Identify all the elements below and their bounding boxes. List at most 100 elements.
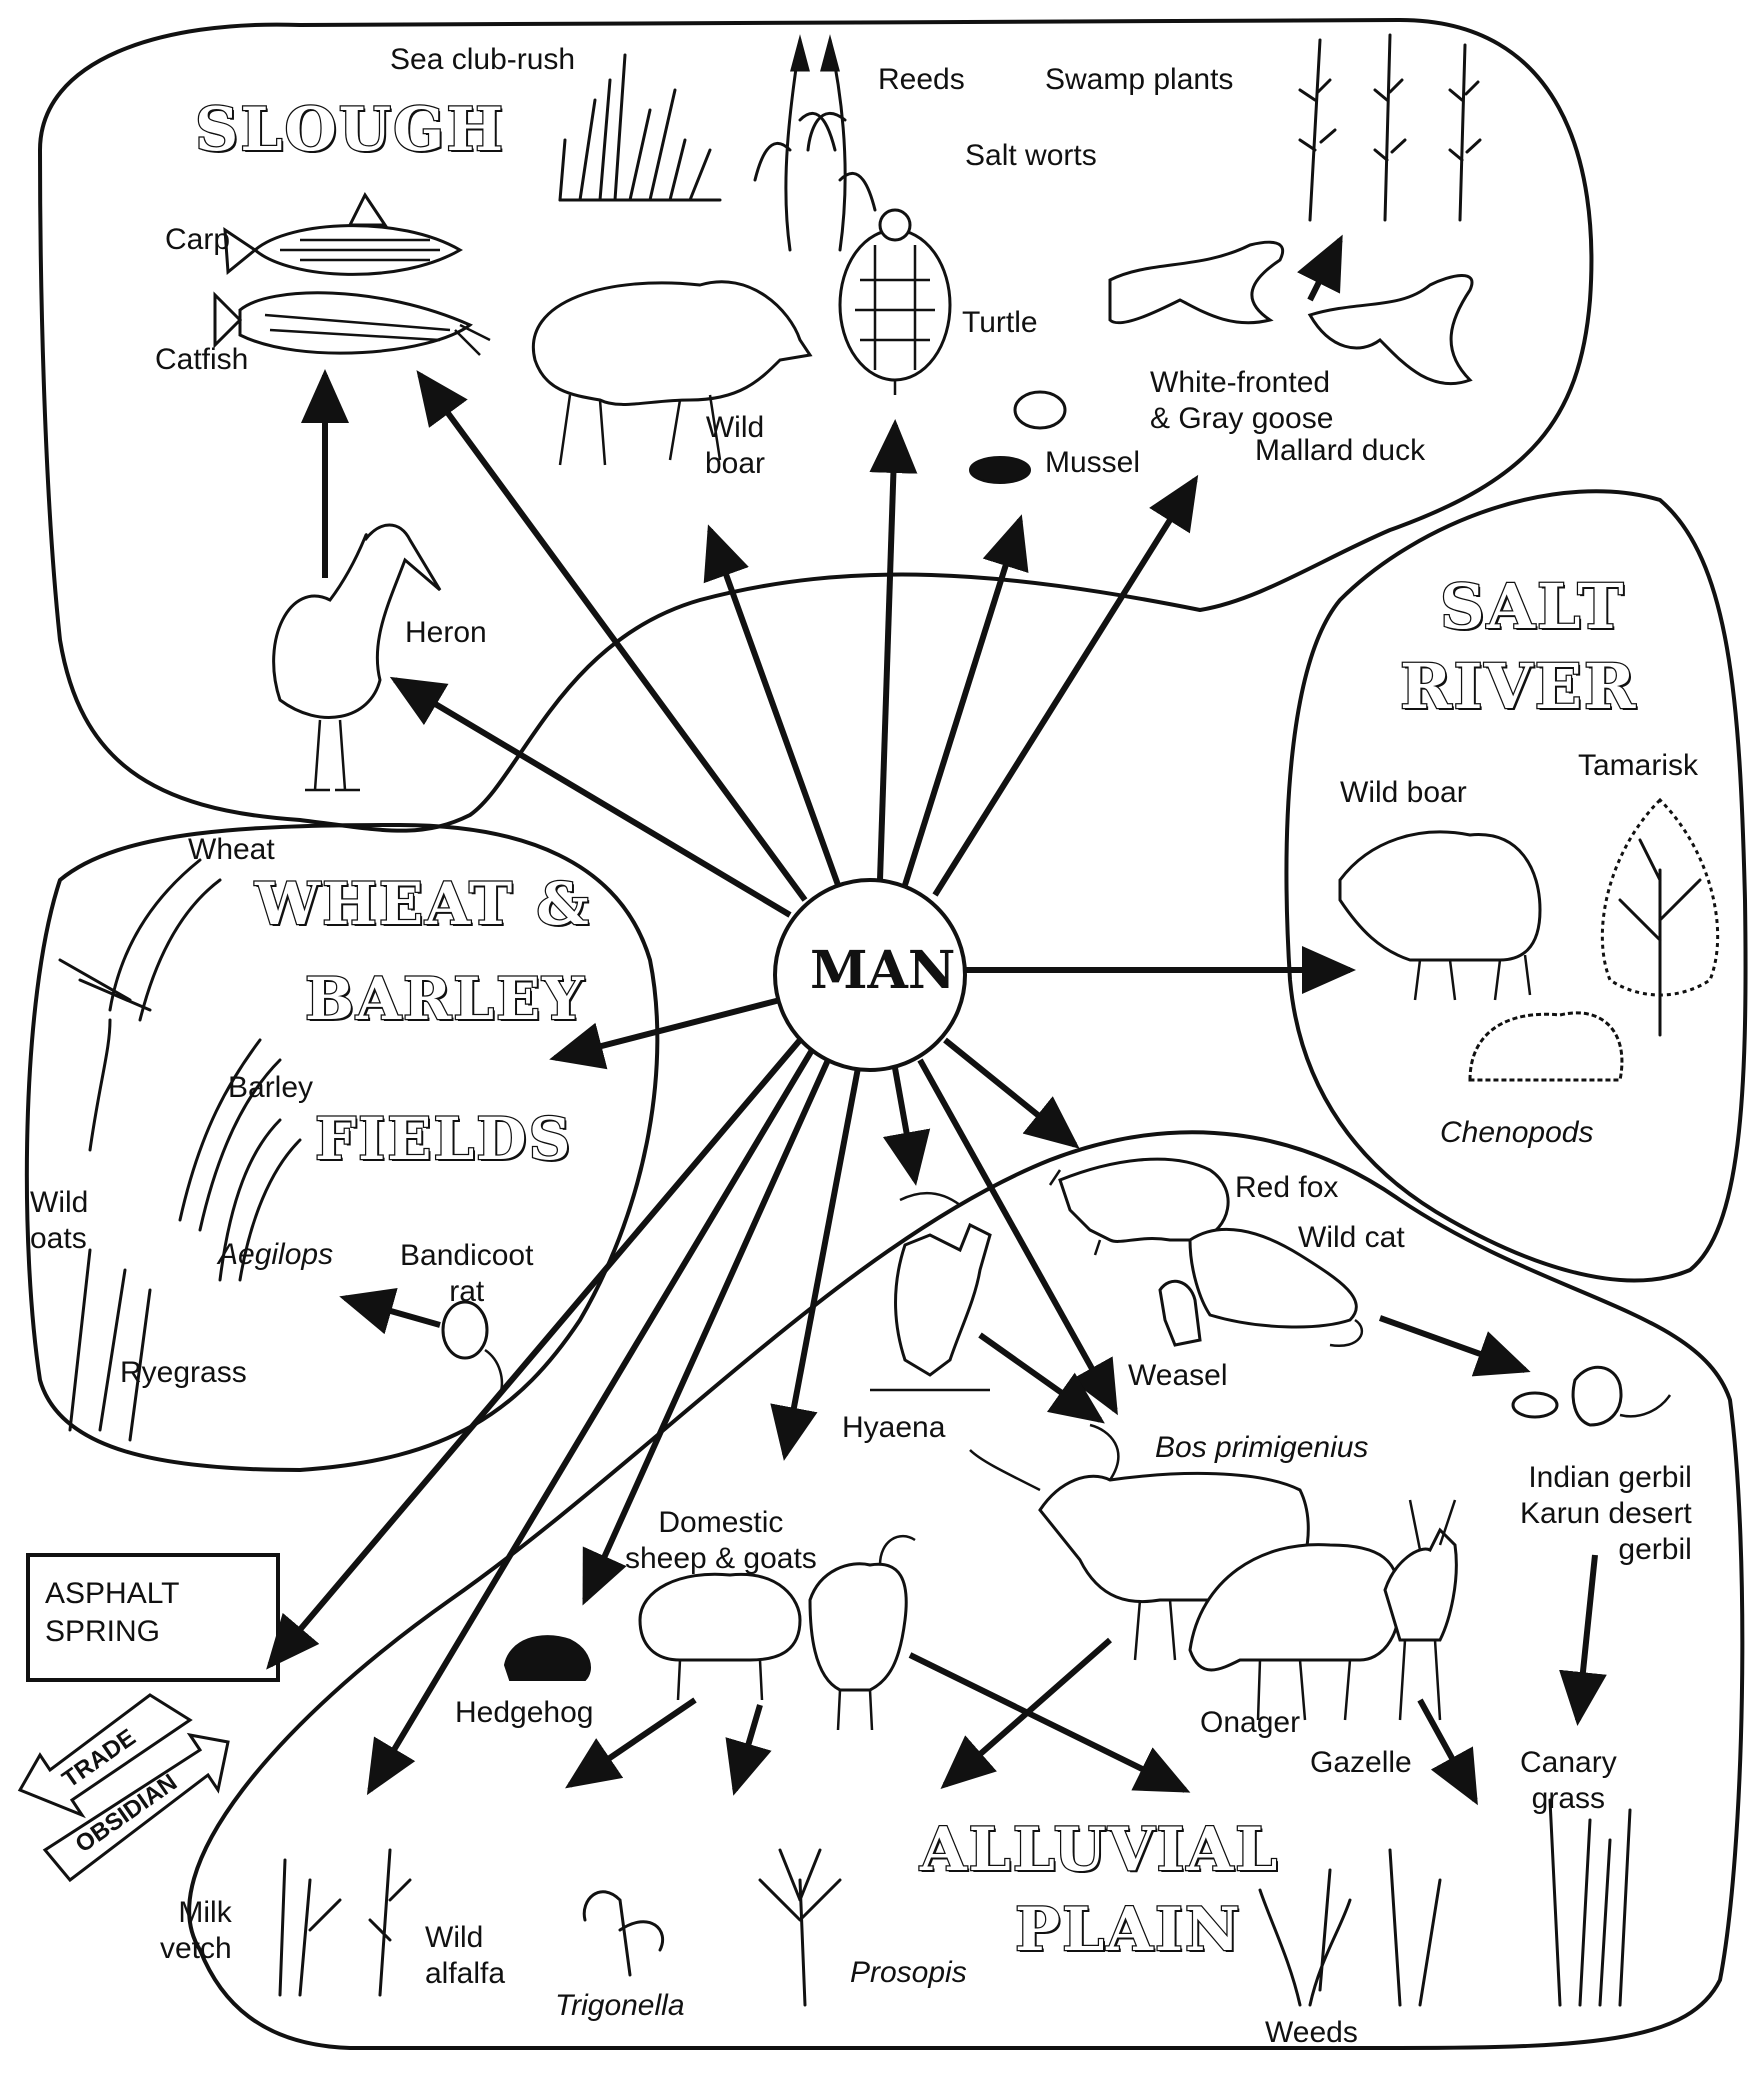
label-gerbil-3: gerbil [1618, 1533, 1692, 1566]
label-goose-2: & Gray goose [1150, 402, 1334, 435]
label-hedgehog: Hedgehog [455, 1696, 594, 1729]
heron-drawing [272, 523, 442, 792]
man-circle [773, 878, 967, 1072]
field-grains-drawing [58, 858, 302, 1442]
geese-drawing [1108, 240, 1474, 386]
label-trigonella: Trigonella [555, 1989, 685, 2022]
arrow-man-to-asphalt [266, 1038, 803, 1670]
label-milk-vetch-1: Milk [178, 1896, 232, 1929]
sea-club-rush-drawing [558, 53, 722, 202]
asphalt-label: ASPHALT SPRING [45, 1575, 180, 1650]
label-bandicoot-1: Bandicoot [400, 1239, 534, 1272]
carp-drawing [223, 192, 463, 276]
region-title-fields: FIELDS [314, 1104, 573, 1175]
label-onager: Onager [1200, 1706, 1301, 1739]
label-sheep-1: Domestic [658, 1506, 784, 1539]
label-wild-oats-1: Wild [30, 1186, 89, 1219]
slough-region-outline [38, 18, 1594, 833]
label-red-fox: Red fox [1235, 1171, 1339, 1204]
label-mallard: Mallard duck [1255, 434, 1426, 467]
asphalt-line-1: ASPHALT [45, 1577, 180, 1610]
label-bandicoot: Bandicoot rat [400, 1238, 533, 1310]
label-wild-boar-river: Wild boar [1340, 776, 1467, 809]
wild-boar-river-drawing [1338, 830, 1542, 1001]
region-title-plain: PLAIN [1014, 1894, 1242, 1967]
label-gazelle: Gazelle [1310, 1746, 1412, 1779]
bandicoot-rat-drawing [441, 1300, 504, 1396]
arrow-gerbil-to-canary-grass [1559, 1554, 1607, 1726]
arrow-sheep-to-trigonella [565, 1697, 697, 1789]
label-wheat: Wheat [188, 833, 275, 866]
hyaena-drawing [870, 1191, 992, 1392]
arrow-goose-to-swamp-plants [1297, 234, 1343, 302]
label-hyaena: Hyaena [842, 1411, 946, 1444]
label-goose-1: White-fronted [1150, 366, 1331, 399]
food-chain-arrows [301, 234, 1607, 1806]
label-canary-grass: Canary grass [1520, 1745, 1617, 1817]
label-canary-1: Canary [1520, 1746, 1617, 1779]
tamarisk-drawing [1600, 797, 1720, 1037]
label-carp: Carp [165, 223, 231, 256]
arrow-man-to-fields [549, 997, 781, 1070]
plain-plants-drawing [278, 1798, 1632, 2007]
wild-cat-drawing [1188, 1227, 1364, 1348]
label-canary-2: grass [1531, 1782, 1606, 1815]
arrow-hyaena-to-bos [978, 1332, 1105, 1424]
label-gerbil-1: Indian gerbil [1528, 1461, 1692, 1494]
hedgehog-drawing [503, 1635, 591, 1681]
label-barley: Barley [228, 1071, 314, 1104]
obsidian-arrow-shape [42, 1732, 230, 1883]
region-title-slough: SLOUGH [194, 94, 506, 167]
arrow-man-to-catfish [416, 370, 808, 902]
asphalt-spring-box [26, 1553, 280, 1682]
man-label: MAN [810, 940, 956, 1001]
label-tamarisk: Tamarisk [1578, 749, 1699, 782]
arrow-man-to-turtle [869, 419, 918, 881]
label-wild-alfalfa-1: Wild [425, 1921, 484, 1954]
label-wild-alfalfa-2: alfalfa [425, 1957, 506, 1990]
weasel-drawing [1158, 1279, 1202, 1347]
trade-arrow-shape [17, 1693, 193, 1819]
label-mussel: Mussel [1045, 446, 1141, 479]
salt-river-region-outline [1284, 489, 1748, 1283]
arrow-bos-to-plain [940, 1637, 1112, 1789]
arrow-gazelle-to-weeds [1417, 1698, 1478, 1806]
arrow-man-to-mussel [902, 514, 1029, 886]
label-salt-worts: Salt worts [965, 139, 1097, 172]
region-title-wheat: WHEAT & [254, 869, 591, 940]
region-title-barley: BARLEY [304, 964, 586, 1035]
arrow-goats-to-weeds [908, 1652, 1191, 1793]
label-milk-vetch: Milk vetch [160, 1895, 232, 1967]
arrow-goat-to-prosopis [725, 1704, 772, 1796]
label-weasel: Weasel [1128, 1359, 1228, 1392]
label-sea-club-rush: Sea club-rush [390, 43, 576, 76]
label-reeds: Reeds [878, 63, 965, 96]
label-ryegrass: Ryegrass [120, 1356, 247, 1389]
label-weeds: Weeds [1265, 2016, 1358, 2049]
gerbils-drawing [1511, 1365, 1672, 1427]
label-swamp-plants: Swamp plants [1045, 63, 1234, 96]
label-milk-vetch-2: vetch [160, 1932, 232, 1965]
arrow-man-to-heron [389, 676, 792, 918]
label-heron: Heron [405, 616, 487, 649]
region-title-river: RIVER [1399, 649, 1638, 725]
label-aegilops: Aegilops [218, 1238, 334, 1271]
arrow-man-to-milk-vetch [366, 1048, 815, 1796]
swamp-plants-drawing [1298, 33, 1482, 222]
arrow-man-to-hedgehog [582, 1058, 831, 1606]
label-turtle: Turtle [962, 306, 1038, 339]
label-wild-alfalfa: Wild alfalfa [425, 1920, 505, 1992]
arrow-man-to-bos [917, 1058, 1118, 1416]
man-arrows [266, 370, 1356, 1796]
arrow-man-to-fox [943, 1037, 1080, 1149]
label-goose: White-fronted & Gray goose [1150, 365, 1333, 437]
arrow-man-to-goose [932, 474, 1199, 897]
reeds-drawing [753, 34, 877, 252]
label-prosopis: Prosopis [850, 1956, 967, 1989]
alluvial-region-outline [187, 1130, 1745, 2050]
label-wild-cat: Wild cat [1298, 1221, 1405, 1254]
label-catfish: Catfish [155, 343, 249, 376]
label-wild-boar-slough-1: Wild [705, 411, 765, 444]
